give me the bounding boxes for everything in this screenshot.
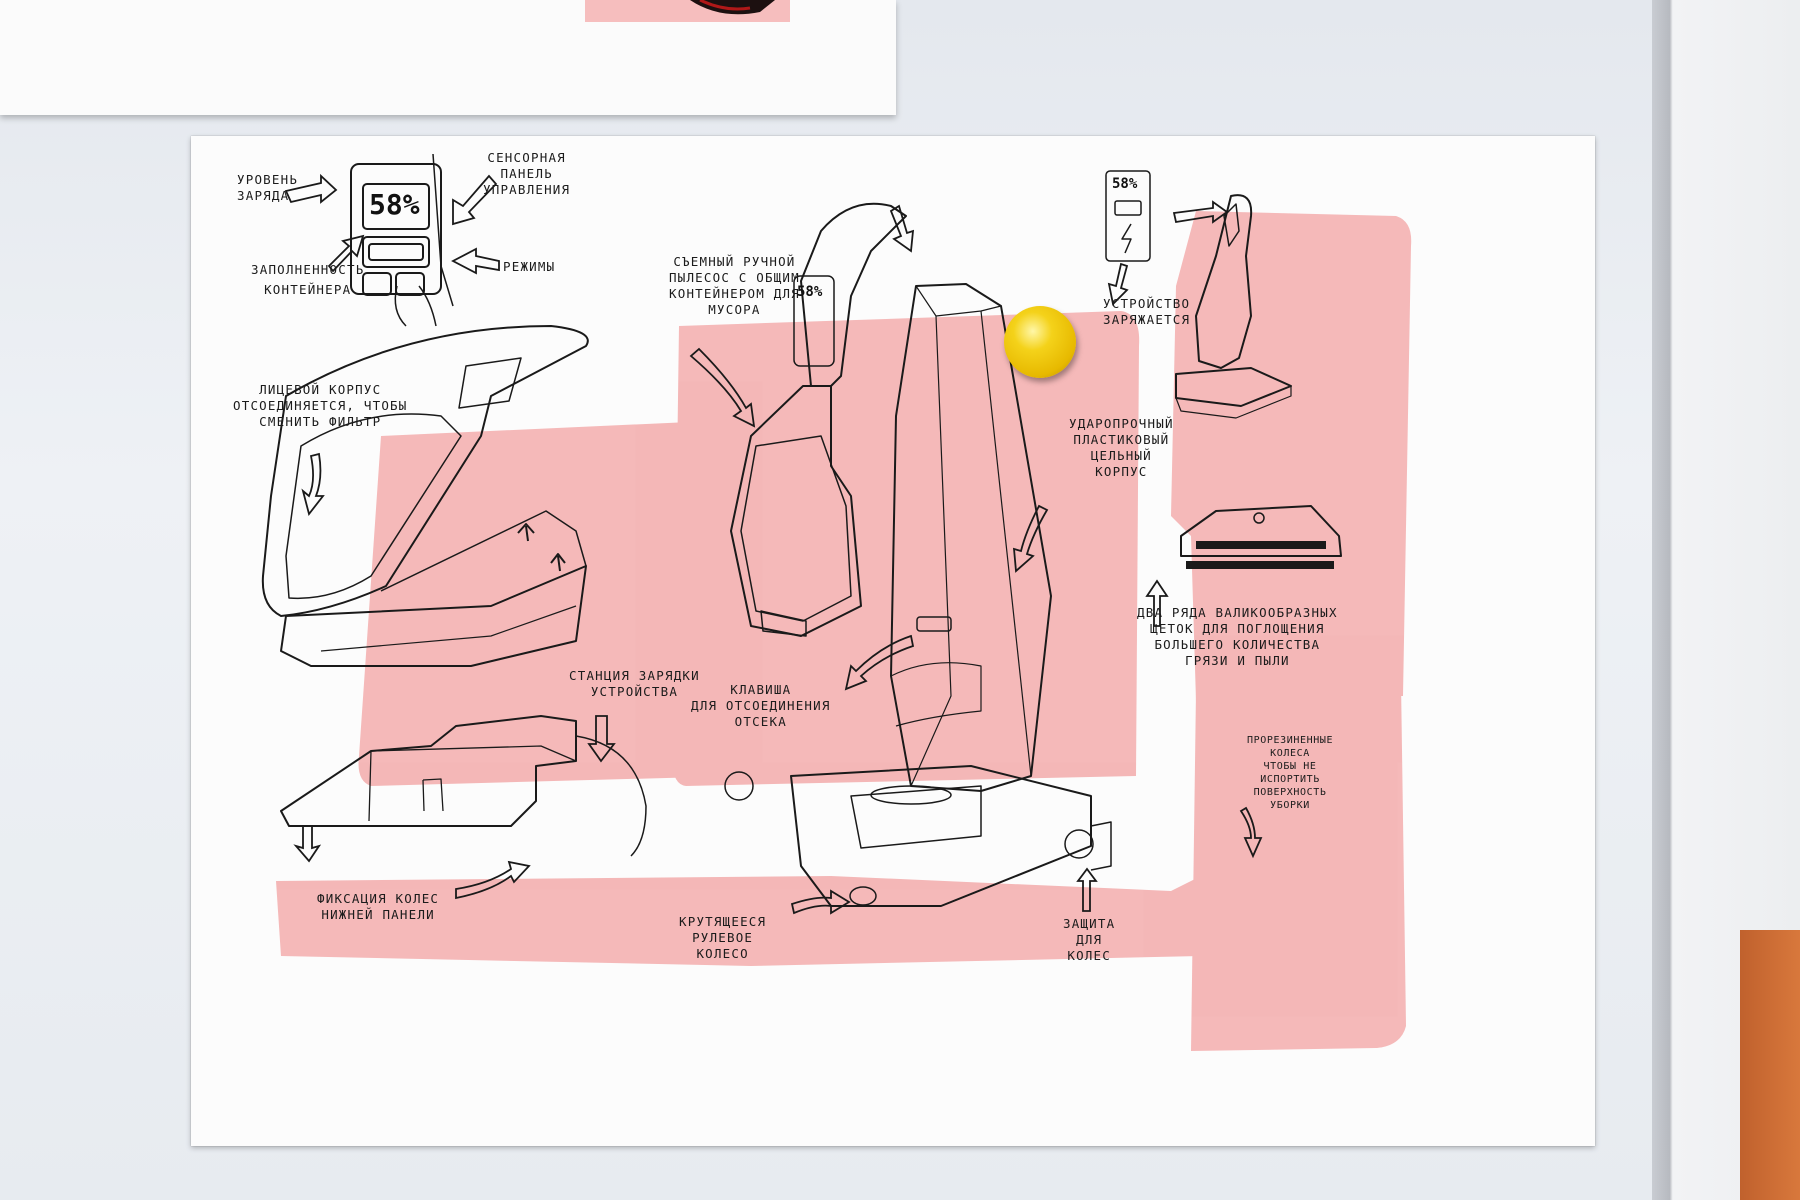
label-wheel-guard: Защита для колес [1063,916,1116,963]
label-removable-vacuum: Съемный ручной пылесос с общим контейнер… [669,254,800,317]
label-impact-body: Ударопрочный пластиковый цельный корпус [1069,416,1174,479]
battery-level-dock: 58% [1112,176,1138,192]
battery-level-handle: 58% [797,284,823,300]
vacuum-sketch-drawing [261,153,1412,1051]
pointer-arrows [284,173,1263,915]
sketch-sheet: 58% 58% 58% Уровень заряда Сенсорная пан… [191,136,1595,1146]
label-release-key: Клавиша для отсоединения отсека [691,682,831,729]
yellow-magnet [1004,306,1076,378]
label-rubber-wheels: Прорезиненные колеса чтобы не испортить … [1247,735,1334,811]
label-steering-wheel: Крутящееся рулевое колесо [679,914,767,961]
label-wheel-lock: Фиксация колес нижней панели [317,891,440,922]
previous-sheet-drawing [585,0,790,22]
label-container-fill: Заполненность контейнера [251,262,365,297]
label-device-charging: Устройство заряжается [1103,296,1191,327]
label-touch-panel: Сенсорная панель управления [483,150,571,197]
marker-shading [276,211,1412,1051]
label-charge-level: Уровень заряда [237,172,299,203]
ink-lines [261,153,1342,907]
previous-sheet [0,0,896,115]
label-two-rows-brushes: Два ряда валикообразных щеток для поглощ… [1137,605,1338,668]
label-front-housing: Лицевой корпус отсоединяется, чтобы смен… [233,382,408,429]
battery-level-big: 58% [369,188,420,221]
label-charging-station: Станция зарядки устройства [569,668,700,699]
background-wall [1740,930,1800,1200]
label-modes: Режимы [503,259,556,274]
